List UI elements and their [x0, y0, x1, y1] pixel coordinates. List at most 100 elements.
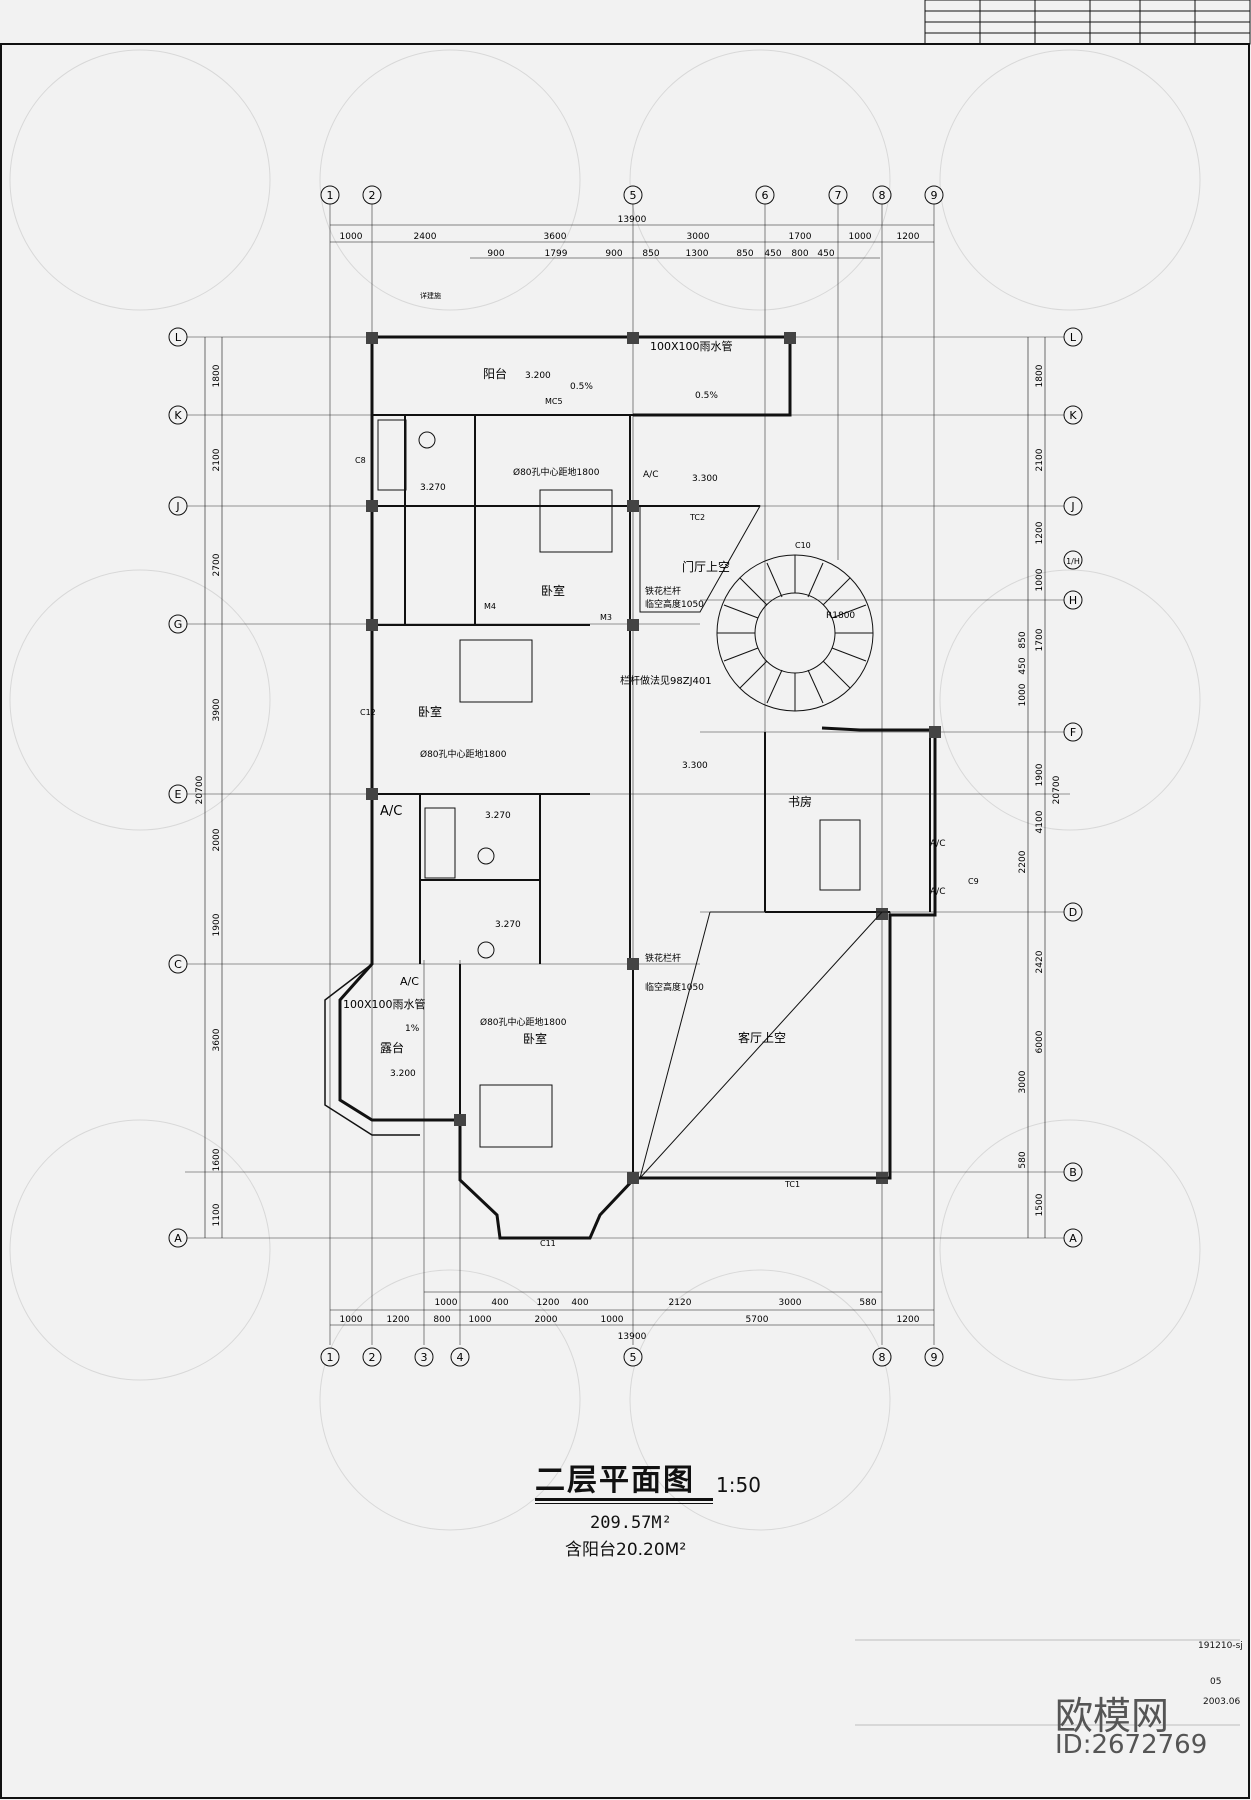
dim-top2-7: 450: [764, 249, 781, 259]
door-m4: M4: [484, 602, 496, 611]
dim-bottom2-3: 1200: [537, 1298, 560, 1308]
sheet-border: [0, 43, 1250, 1799]
watermark-id: ID:2672769: [1055, 1730, 1208, 1760]
dim-top2-4: 850: [642, 249, 659, 259]
stair-radius: R1800: [826, 611, 855, 621]
grid-5-top: 5: [630, 189, 637, 202]
note-railing-1-height: 临空高度1050: [645, 598, 704, 610]
ac-label-4: A/C: [930, 839, 945, 849]
dim-right2-2: 450: [1018, 657, 1028, 674]
void-markings: [639, 505, 891, 1179]
dim-right-6: 1900: [1035, 763, 1045, 786]
grid-1-bottom: 1: [327, 1351, 334, 1364]
bed-2: [459, 639, 533, 703]
grid-3-bottom: 3: [421, 1351, 428, 1364]
dim-right2-5: 3000: [1018, 1070, 1028, 1093]
note-hole-1: Ø80孔中心距地1800: [513, 466, 600, 478]
dim-right-4: 1000: [1035, 568, 1045, 591]
dim-left-overall: 20700: [195, 775, 205, 804]
window-c10: C10: [795, 541, 811, 550]
elev-bath-2: 3.270: [485, 811, 511, 821]
dim-top-7: 1200: [897, 232, 920, 242]
dim-top-1: 1000: [340, 232, 363, 242]
columns: [366, 332, 941, 1184]
bathtub-2: [424, 807, 456, 879]
dim-left-8: 1600: [212, 1148, 222, 1171]
dim-left-2: 2100: [212, 448, 222, 471]
elev-bath-3: 3.270: [495, 920, 521, 930]
window-c8: C8: [355, 456, 366, 465]
grid-1H-right: 1/H: [1066, 557, 1080, 566]
grid-8-bottom: 8: [879, 1351, 886, 1364]
desk: [819, 819, 861, 891]
dim-top2-9: 450: [817, 249, 834, 259]
grid-A-left: A: [174, 1232, 182, 1245]
room-study: 书房: [788, 794, 812, 809]
dim-right-2: 2100: [1035, 448, 1045, 471]
toilet-2: [477, 847, 495, 865]
dim-bottom2-7: 580: [859, 1298, 876, 1308]
elev-balcony: 3.200: [525, 371, 551, 381]
room-living-void: 客厅上空: [738, 1030, 786, 1045]
dim-left-3: 2700: [212, 553, 222, 576]
dim-top-5: 1700: [789, 232, 812, 242]
floor-area: 209.57M²: [590, 1513, 672, 1533]
dim-bottom2-1: 1000: [435, 1298, 458, 1308]
room-balcony: 阳台: [483, 366, 507, 381]
dim-right-8: 2420: [1035, 950, 1045, 973]
grid-L-right: L: [1070, 331, 1077, 344]
dim-left-4: 3900: [212, 698, 222, 721]
grid-1-top: 1: [327, 189, 334, 202]
room-labels: 阳台 卧室 卧室 卧室 书房 门厅上空 客厅上空 露台: [380, 366, 812, 1055]
dim-top2-6: 850: [736, 249, 753, 259]
dim-right-3: 1200: [1035, 521, 1045, 544]
bed-3: [479, 1084, 553, 1148]
bathtub-1: [377, 419, 407, 491]
note-railing-2: 铁花栏杆: [645, 952, 681, 964]
window-tc2: TC2: [689, 513, 705, 522]
note-railing-2-height: 临空高度1050: [645, 981, 704, 993]
elev-bath-1: 3.270: [420, 483, 446, 493]
grid-7-top: 7: [835, 189, 842, 202]
elev-hall: 3.300: [682, 761, 708, 771]
note-see-detail: 详建施: [420, 291, 441, 300]
grid-K-right: K: [1069, 409, 1077, 422]
exterior-walls: [338, 335, 937, 1240]
project-code: 191210-sj: [1198, 1641, 1243, 1651]
dim-right2-6: 580: [1018, 1151, 1028, 1168]
note-railing-1: 铁花栏杆: [645, 585, 681, 597]
furniture: [377, 419, 861, 1148]
room-bedroom-2: 卧室: [418, 704, 442, 719]
sheet-number: 05: [1210, 1677, 1222, 1687]
grid-lines: [185, 195, 1070, 1345]
dim-top2-2: 1799: [545, 249, 568, 259]
grid-G-left: G: [174, 618, 183, 631]
dim-bottom-8: 1200: [897, 1315, 920, 1325]
bed-1: [539, 489, 613, 553]
dim-bottom2-6: 3000: [779, 1298, 802, 1308]
grid-H-right: H: [1069, 594, 1077, 607]
note-railing-ref: 栏杆做法见98ZJ401: [620, 674, 712, 687]
dim-top-3: 3600: [544, 232, 567, 242]
grid-J-left: J: [175, 500, 179, 513]
dimension-lines: [204, 224, 1046, 1326]
watermark-pattern: [9, 49, 1201, 1531]
dim-right-9: 6000: [1035, 1030, 1045, 1053]
dim-bottom-6: 1000: [601, 1315, 624, 1325]
dimension-labels-vertical: 20700 1800 2100 2700 3900 2000 1900 3600…: [195, 364, 1062, 1226]
grid-2-bottom: 2: [369, 1351, 376, 1364]
grid-5-bottom: 5: [630, 1351, 637, 1364]
dim-right-5: 1700: [1035, 628, 1045, 651]
dim-left-1: 1800: [212, 364, 222, 387]
note-drain-pipe-2: 100X100雨水管: [343, 997, 426, 1011]
room-foyer-void: 门厅上空: [682, 559, 730, 574]
grid-A-right: A: [1069, 1232, 1077, 1245]
dim-bottom-5: 2000: [535, 1315, 558, 1325]
room-terrace: 露台: [380, 1040, 404, 1055]
ac-label-1: A/C: [380, 804, 402, 819]
slope-balcony-2: 0.5%: [695, 391, 718, 401]
dim-top2-8: 800: [791, 249, 808, 259]
elev-terrace: 3.200: [390, 1069, 416, 1079]
toilet-3: [477, 941, 495, 959]
